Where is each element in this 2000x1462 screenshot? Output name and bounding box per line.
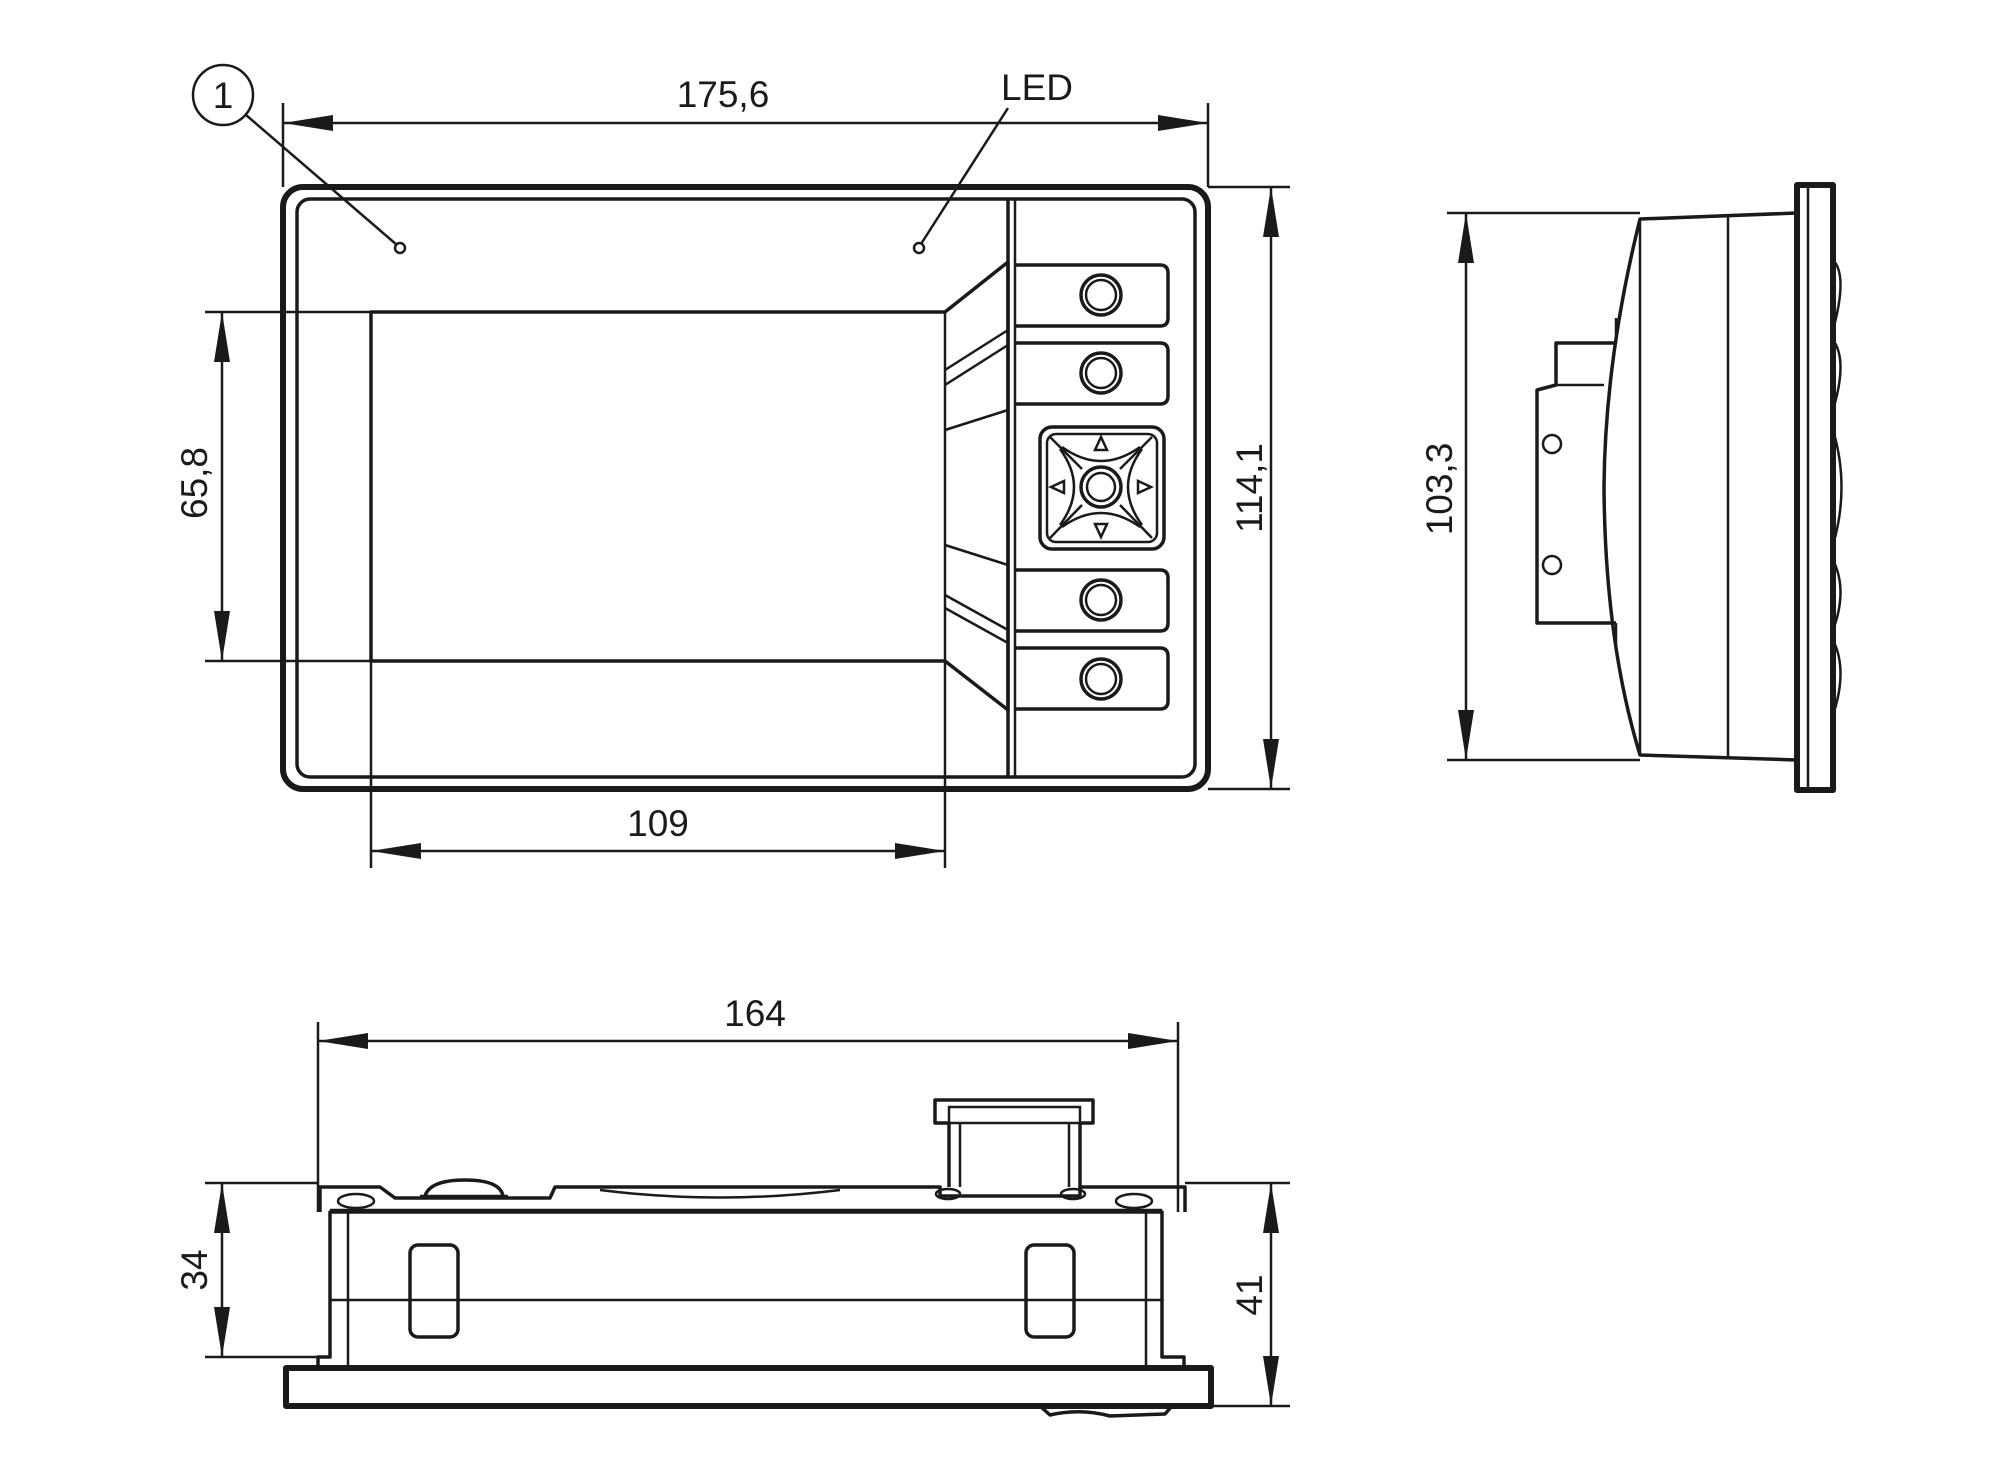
bevel-1	[944, 328, 1009, 372]
dim-bottom-width-label: 164	[724, 993, 786, 1034]
side-front-plate	[1794, 182, 1836, 793]
function-button-1	[1015, 263, 1170, 328]
led-label: LED	[1001, 67, 1073, 108]
arrow-head	[1263, 1356, 1279, 1406]
dim-height-label: 114,1	[1229, 443, 1270, 533]
callout-number: 1	[213, 75, 234, 116]
bevel-2	[944, 343, 1009, 387]
bevel-6	[944, 606, 1009, 645]
bottom-knob	[423, 1178, 505, 1197]
arrow-head	[214, 1183, 230, 1233]
bottom-body	[316, 1210, 1186, 1368]
arrow-head	[318, 1033, 368, 1049]
arrow-head	[1128, 1033, 1178, 1049]
arrow-head	[1458, 710, 1474, 760]
dim-bottom-depth-label: 34	[174, 1249, 215, 1290]
bevel-3	[944, 408, 1009, 432]
led-leader	[919, 107, 1010, 245]
dim-width-label: 175,6	[677, 74, 770, 115]
arrow-head	[371, 843, 421, 859]
dim-display-height-label: 65,8	[174, 447, 215, 519]
nav-up-icon	[1093, 434, 1109, 452]
led-dot-2	[912, 241, 926, 255]
dim-total-depth-label: 41	[1229, 1274, 1270, 1315]
display-window	[369, 260, 1010, 712]
function-button-3	[1015, 568, 1170, 633]
bottom-slot-2	[1024, 1243, 1076, 1339]
side-view: 103,3	[1419, 182, 1843, 793]
bevel-5	[944, 593, 1009, 632]
dim-display-width-label: 109	[627, 803, 689, 844]
arrow-head	[214, 312, 230, 362]
callout-leader	[245, 114, 398, 246]
bottom-slot-1	[408, 1243, 460, 1339]
front-view: 1 LED 175,6 114,1 65,8 109	[174, 63, 1290, 868]
arrow-head	[1263, 1183, 1279, 1233]
bevel-4	[944, 543, 1009, 567]
arrow-head	[214, 1307, 230, 1357]
function-button-4	[1015, 646, 1170, 711]
side-body	[1602, 211, 1799, 762]
side-connector	[1535, 341, 1616, 625]
led-dot-1	[393, 241, 407, 255]
arrow-head	[283, 115, 333, 131]
dim-side-height-label: 103,3	[1419, 443, 1460, 536]
navigation-pad	[1038, 425, 1166, 551]
bottom-view: 164 34 41	[174, 993, 1290, 1418]
arrow-head	[1458, 213, 1474, 263]
nav-right-icon	[1136, 479, 1154, 495]
arrow-head	[895, 843, 945, 859]
front-housing-inner	[295, 197, 1197, 779]
bottom-clip	[1038, 1404, 1174, 1418]
function-button-2	[1015, 341, 1170, 406]
bottom-connector	[933, 1098, 1095, 1187]
front-housing-outer	[280, 184, 1211, 792]
arrow-head	[1158, 115, 1208, 131]
arrow-head	[214, 611, 230, 661]
bottom-base-plate	[283, 1365, 1214, 1409]
nav-down-icon	[1093, 522, 1109, 540]
arrow-head	[1263, 739, 1279, 789]
bottom-top-profile	[318, 1185, 1187, 1212]
callout-circle	[191, 63, 255, 127]
nav-left-icon	[1048, 479, 1066, 495]
arrow-head	[1263, 187, 1279, 237]
